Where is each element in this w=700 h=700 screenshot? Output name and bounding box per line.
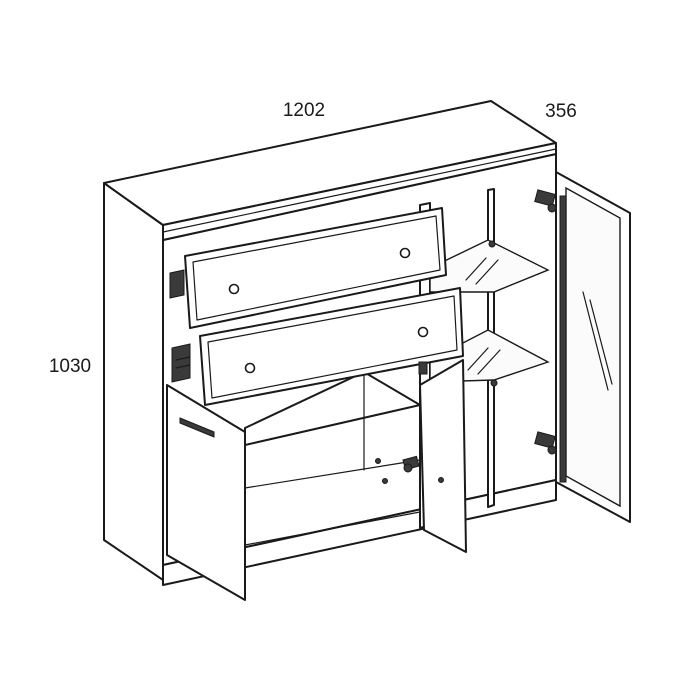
- upper-drawer[interactable]: [184, 207, 447, 329]
- middle-door[interactable]: [402, 359, 467, 553]
- drawer-rail-top-left: [169, 269, 185, 299]
- drawer-rail-line-2: [175, 364, 191, 369]
- floor-front-line: [244, 511, 421, 546]
- glass-reflection-4: [477, 349, 501, 375]
- door-glass-reflection-2: [589, 299, 613, 385]
- top-edge-line: [162, 148, 557, 233]
- height-dimension-label: 1030: [49, 356, 91, 377]
- drawer-rail-bottom-left: [171, 343, 191, 383]
- left-door-handle-icon[interactable]: [179, 417, 215, 438]
- upper-drawer-inset: [192, 215, 441, 321]
- right-glass-door[interactable]: [534, 171, 631, 523]
- middle-door-hinge-icon: [402, 455, 420, 473]
- shelf-pin-1: [488, 240, 496, 248]
- glass-door-frame-strip: [559, 195, 567, 483]
- glass-door-hinge-bottom-icon: [534, 431, 557, 455]
- glass-reflection-2: [475, 259, 499, 285]
- screw-marker-2: [382, 478, 388, 484]
- floor-line: [244, 459, 421, 489]
- upper-drawer-front[interactable]: [184, 207, 447, 329]
- glass-reflection-1: [465, 257, 487, 281]
- door-glass-reflection-1: [582, 291, 609, 391]
- upper-drawer-right-knob[interactable]: [399, 247, 411, 259]
- top-front-edge: [162, 142, 557, 241]
- glass-door-hinge-top-icon: [534, 189, 557, 213]
- lower-drawer[interactable]: [199, 287, 464, 406]
- upper-glass-shelf: [429, 239, 550, 293]
- lower-drawer-inset: [207, 295, 458, 399]
- right-glass-door-pane: [565, 186, 621, 508]
- left-door[interactable]: [166, 384, 246, 601]
- middle-door-panel[interactable]: [419, 359, 467, 553]
- lower-drawer-left-knob[interactable]: [244, 362, 256, 374]
- upper-drawer-left-knob[interactable]: [228, 283, 240, 295]
- left-side-panel: [103, 182, 164, 581]
- left-door-panel[interactable]: [166, 384, 246, 601]
- drawer-rail-line-1: [175, 356, 191, 361]
- screw-marker-3: [438, 477, 444, 483]
- depth-dimension-label: 356: [545, 101, 577, 122]
- glass-reflection-3: [467, 347, 489, 371]
- screw-marker-1: [375, 458, 381, 464]
- lower-drawer-right-knob[interactable]: [417, 326, 429, 338]
- shelf-pin-2: [490, 379, 498, 387]
- middle-door-hinge-upper-icon: [418, 361, 428, 375]
- width-dimension-label: 1202: [283, 100, 325, 121]
- lower-drawer-front[interactable]: [199, 287, 464, 406]
